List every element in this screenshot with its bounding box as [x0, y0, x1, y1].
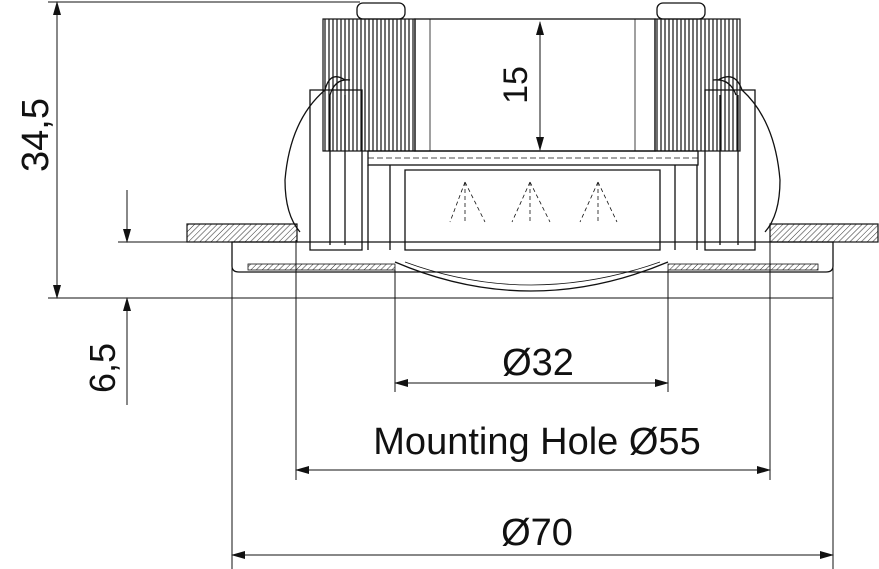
recess-depth-label: 6,5: [82, 343, 123, 393]
heatsink-right: [654, 18, 741, 152]
downlight-fixture: [186, 2, 879, 292]
lens-dome: [394, 261, 669, 292]
heatsink-left: [322, 18, 416, 152]
mounting-hole-label: Mounting Hole Ø55: [373, 421, 700, 463]
lens-diameter-label: Ø32: [502, 342, 574, 384]
spring-clip-right: [712, 76, 781, 233]
screw-left: [356, 2, 406, 20]
light-rays: [449, 181, 618, 223]
ceiling-panel-right: [769, 223, 879, 243]
screw-right: [656, 2, 706, 20]
outer-diameter-label: Ø70: [501, 512, 573, 554]
spring-clip-left: [284, 76, 351, 233]
dimension-lines: [48, 1, 834, 569]
heatsink-core: [414, 18, 656, 152]
heatsink-height-label: 15: [497, 66, 535, 104]
total-height-label: 34,5: [15, 98, 57, 172]
ceiling-panel-left: [186, 223, 298, 243]
